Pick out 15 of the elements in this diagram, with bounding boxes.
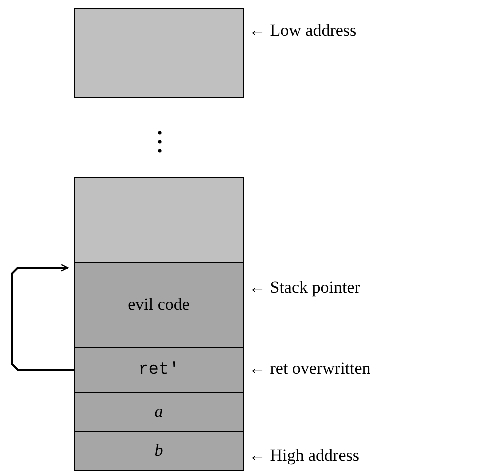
arrow [11, 264, 74, 371]
stack-frame-block [74, 431, 244, 471]
block-label: ret′ [138, 360, 180, 380]
block-label: evil code [128, 295, 190, 315]
stack-frame-block [74, 347, 244, 393]
stack-frame-block [74, 177, 244, 263]
address-annotation: ← Stack pointer [249, 278, 360, 298]
address-annotation: ← Low address [249, 21, 357, 41]
stack-frame-block [74, 262, 244, 348]
address-annotation: ← High address [249, 446, 360, 466]
address-annotation: ← ret overwritten [249, 359, 371, 379]
block-label: b [154, 441, 164, 461]
stack-frame-block [74, 392, 244, 432]
stack-frame-block [74, 8, 244, 98]
block-label: a [154, 402, 164, 422]
